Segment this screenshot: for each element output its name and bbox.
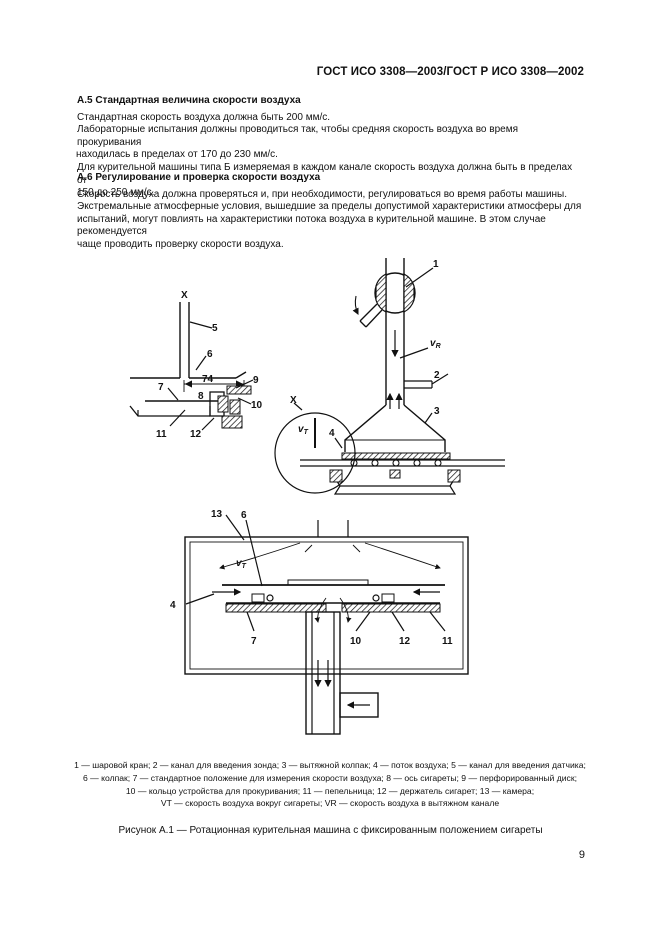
label-5: 5 <box>212 323 218 334</box>
label-12-left: 12 <box>190 429 202 440</box>
a6-paragraph-2b: испытаний, могут повлиять на характерист… <box>77 213 546 238</box>
label-8: 8 <box>198 391 204 402</box>
section-a5: А.5 Стандартная величина скорости воздух… <box>76 95 584 200</box>
label-12-lower: 12 <box>399 636 411 647</box>
a5-paragraph-2b: находилась в пределах от 170 до 230 мм/с… <box>76 149 278 161</box>
legend-line-1: 1 — шаровой кран; 2 — канал для введения… <box>74 760 586 770</box>
a5-paragraph-1: Стандартная скорость воздуха должна быть… <box>77 111 331 123</box>
label-4-upper: 4 <box>329 428 335 439</box>
page-number: 9 <box>578 849 585 861</box>
label-74: 74 <box>202 374 214 385</box>
figure-legend: 1 — шаровой кран; 2 — канал для введения… <box>40 759 620 810</box>
label-7-lower: 7 <box>251 636 257 647</box>
label-x-upper: X <box>290 395 297 406</box>
label-1: 1 <box>433 259 439 270</box>
legend-line-2: 6 — колпак; 7 — стандартное положение дл… <box>83 772 577 783</box>
ball-valve <box>374 272 416 314</box>
label-vt-lower: vT <box>236 558 247 570</box>
label-7-left: 7 <box>158 382 164 393</box>
chamber <box>184 536 469 675</box>
smoking-machine-figure: 1 2 3 4 X vR vT X 5 6 74 7 8 9 10 11 12 … <box>129 258 505 735</box>
a5-paragraph-2a: Лабораторные испытания должны проводитьс… <box>77 124 518 148</box>
label-vr: vR <box>430 338 441 350</box>
a5-paragraph-3b: 150 до 250 мм/с. <box>77 187 155 199</box>
section-a5-heading: А.5 Стандартная величина скорости воздух… <box>77 95 301 106</box>
a6-paragraph-2a: Экстремальные атмосферные условия, вышед… <box>77 201 582 213</box>
section-a6: А.6 Регулирование и проверка скорости во… <box>77 172 584 252</box>
figure-caption: Рисунок А.1 — Ротационная курительная ма… <box>118 825 543 836</box>
a6-paragraph-2c: чаще проводить проверку скорости воздуха… <box>77 238 284 250</box>
label-9: 9 <box>253 375 259 386</box>
label-6-lower: 6 <box>241 510 247 521</box>
label-x-left: X <box>181 290 188 301</box>
label-10-left: 10 <box>251 400 263 411</box>
a6-paragraph-1: Скорость воздуха должна проверяться и, п… <box>77 188 568 200</box>
section-a6-heading: А.6 Регулирование и проверка скорости во… <box>77 172 321 183</box>
label-11-left: 11 <box>156 429 167 440</box>
label-13: 13 <box>211 509 223 520</box>
label-10-lower: 10 <box>350 636 362 647</box>
legend-line-3: 10 — кольцо устройства для прокуривания;… <box>125 785 535 796</box>
label-2: 2 <box>434 370 440 381</box>
a5-paragraph-3a: Для курительной машины типа Б измеряемая… <box>77 161 573 186</box>
detail-x-circle <box>274 412 356 494</box>
label-11-lower: 11 <box>442 636 453 647</box>
label-vt-upper: vT <box>298 424 309 436</box>
label-3: 3 <box>434 406 440 417</box>
label-4-lower: 4 <box>170 600 176 611</box>
label-6-left: 6 <box>207 349 213 360</box>
running-header: ГОСТ ИСО 3308—2003/ГОСТ Р ИСО 3308—2002 <box>316 66 584 78</box>
legend-line-4: VT — скорость воздуха вокруг сигареты; V… <box>160 798 500 809</box>
